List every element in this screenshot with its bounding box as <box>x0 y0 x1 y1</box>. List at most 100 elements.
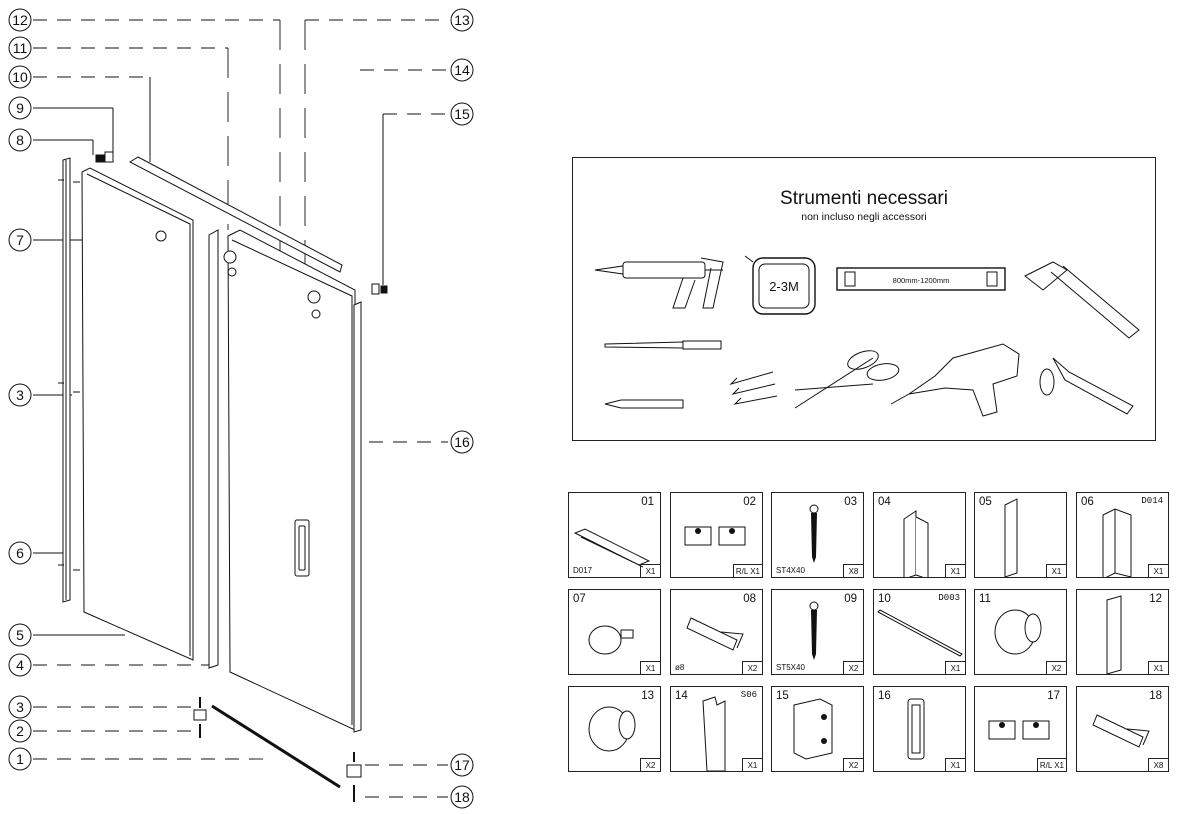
callout-label: 16 <box>454 434 470 450</box>
callout-label: 9 <box>16 100 24 116</box>
part-quantity: X8 <box>1148 758 1168 771</box>
wall-plug-icon <box>1092 714 1150 748</box>
part-number: 14 <box>675 690 688 702</box>
callout-label: 8 <box>16 132 24 148</box>
part-quantity: R/L X1 <box>732 564 762 577</box>
svg-text:2-3M: 2-3M <box>769 279 799 294</box>
callout-12: 12 <box>8 8 32 32</box>
callout-label: 3 <box>16 699 24 715</box>
pencil-icon <box>604 399 684 409</box>
part-number: 18 <box>1149 690 1162 702</box>
callout-16: 16 <box>450 430 474 454</box>
callout-3: 3 <box>8 383 32 407</box>
part-quantity: X1 <box>945 758 965 771</box>
callout-label: 10 <box>12 69 28 85</box>
part-quantity: X8 <box>843 564 863 577</box>
callout-label: 18 <box>454 789 470 805</box>
part-quantity: X1 <box>640 564 660 577</box>
spirit-level-icon: 800mm-1200mm <box>836 267 1006 291</box>
part-spec: ST4X40 <box>776 566 805 575</box>
part-number: 13 <box>641 690 654 702</box>
callout-label: 17 <box>454 757 470 773</box>
bracket-block-icon <box>793 698 833 760</box>
part-number: 09 <box>844 593 857 605</box>
part-number: 10 <box>878 593 891 605</box>
part-quantity: X2 <box>843 661 863 674</box>
part-quantity: X1 <box>742 758 762 771</box>
caulking-gun-icon <box>594 257 724 309</box>
profile-rail-icon <box>573 528 651 568</box>
part-quantity: X1 <box>1046 564 1066 577</box>
part-number: 17 <box>1047 690 1060 702</box>
part-code: S06 <box>740 690 757 700</box>
part-number: 01 <box>641 496 654 508</box>
tape-measure-icon: 2-3M <box>744 255 816 315</box>
callout-label: 1 <box>16 751 24 767</box>
screwdrivers-icon <box>1039 357 1134 415</box>
part-number: 11 <box>979 593 991 605</box>
knob-icon <box>588 625 634 655</box>
callout-3: 3 <box>8 695 32 719</box>
part-quantity: X2 <box>742 661 762 674</box>
part-number: 16 <box>878 690 891 702</box>
callout-6: 6 <box>8 541 32 565</box>
required-tools-panel: 2-3M 800mm-1200mm <box>572 157 1156 441</box>
callout-9: 9 <box>8 96 32 120</box>
part-number: 03 <box>844 496 857 508</box>
callout-13: 13 <box>450 8 474 32</box>
roller-icon <box>994 609 1042 655</box>
callout-label: 5 <box>16 627 24 643</box>
callout-4: 4 <box>8 653 32 677</box>
part-spec: ST5X40 <box>776 663 805 672</box>
callout-label: 11 <box>13 40 28 56</box>
part-number: 05 <box>979 496 992 508</box>
part-quantity: X2 <box>1046 661 1066 674</box>
callout-14: 14 <box>450 58 474 82</box>
tools-title: Strumenti necessari <box>780 188 948 209</box>
callout-15: 15 <box>450 102 474 126</box>
power-drill-icon <box>890 343 1020 417</box>
wall-plug-icon <box>686 617 744 651</box>
part-number: 04 <box>878 496 891 508</box>
part-number: 15 <box>776 690 789 702</box>
callout-label: 7 <box>16 232 24 248</box>
screw-icon <box>809 504 819 563</box>
part-number: 06 <box>1081 496 1094 508</box>
allen-keys-icon <box>729 371 778 405</box>
callout-7: 7 <box>8 228 32 252</box>
part-quantity: R/L X1 <box>1036 758 1066 771</box>
callout-17: 17 <box>450 753 474 777</box>
callout-label: 15 <box>454 106 470 122</box>
roller-icon <box>588 706 636 752</box>
callout-label: 14 <box>454 62 470 78</box>
svg-text:800mm-1200mm: 800mm-1200mm <box>893 276 950 285</box>
part-code: D014 <box>1141 496 1163 506</box>
callout-11: 11 <box>8 36 32 60</box>
callout-18: 18 <box>450 785 474 809</box>
callout-label: 4 <box>16 657 24 673</box>
handle-icon <box>907 698 925 760</box>
part-quantity: X1 <box>945 661 965 674</box>
part-number: 12 <box>1149 593 1162 605</box>
part-quantity: X1 <box>1148 564 1168 577</box>
bottom-guide-icon <box>988 720 1050 740</box>
callout-label: 6 <box>16 545 24 561</box>
part-quantity: X2 <box>640 758 660 771</box>
tools-subtitle: non incluso negli accessori <box>801 211 927 223</box>
callout-1: 1 <box>8 747 32 771</box>
part-quantity: X1 <box>1148 661 1168 674</box>
callout-5: 5 <box>8 623 32 647</box>
